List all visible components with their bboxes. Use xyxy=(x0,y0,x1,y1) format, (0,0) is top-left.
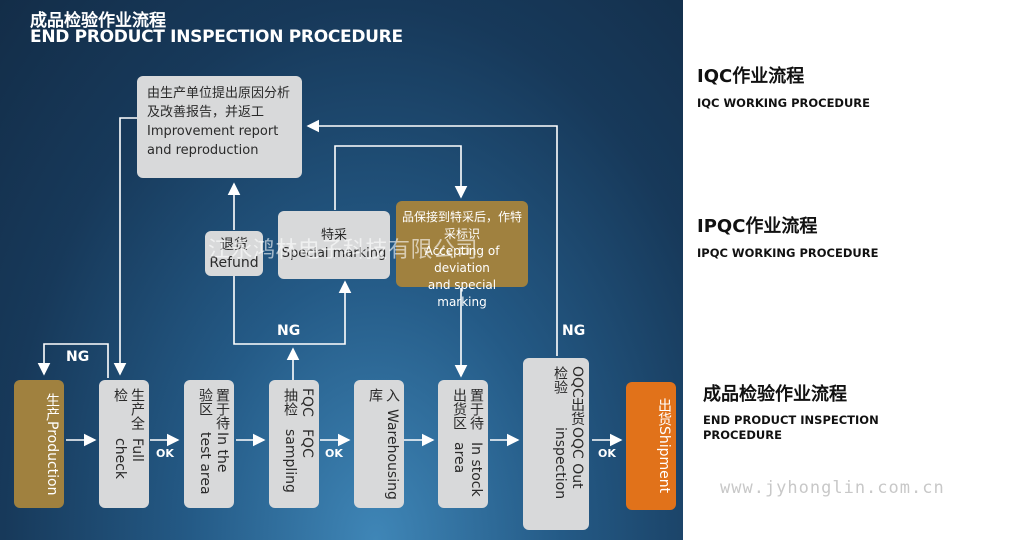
step-fqc-sampling: FQC抽检 FQC sampling xyxy=(269,380,319,508)
refund-en: Refund xyxy=(209,254,259,271)
step-stock-area: 置于待出货区 In stock area xyxy=(438,380,488,508)
sidebar-iqc-subtitle[interactable]: IQC WORKING PROCEDURE xyxy=(697,96,871,110)
step-oqc-inspection: OQC出货检验 OQC Out inspection xyxy=(523,358,589,530)
refund-box: 退货 Refund xyxy=(205,231,263,276)
special-cn: 特采 xyxy=(320,228,347,243)
fqc-cn: FQC抽检 xyxy=(282,388,315,417)
flowchart-diagram: 成品检验作业流程 END PRODUCT INSPECTION PROCEDUR… xyxy=(0,0,683,540)
shipment-cn: 出货 xyxy=(656,398,672,427)
sidebar-ipqc-title[interactable]: IPQC作业流程 xyxy=(697,216,818,237)
oqc-en: OQC Out inspection xyxy=(552,426,585,499)
stock-area-en: In stock area xyxy=(451,441,484,497)
arrow-oqc-ng xyxy=(306,119,558,356)
step-test-area: 置于待验区 In the test area xyxy=(184,380,234,508)
full-check-cn: 生产全检 xyxy=(112,388,145,430)
improvement-cn-line2: 及改善报告，并返工 xyxy=(147,105,265,120)
production-cn: 生产 xyxy=(44,392,60,421)
accepting-en-line2: and special marking xyxy=(427,278,497,309)
step-warehousing: 入库 Warehousing xyxy=(354,380,404,508)
sidebar-ipqc-subtitle[interactable]: IPQC WORKING PROCEDURE xyxy=(697,246,879,260)
improvement-report-box: 由生产单位提出原因分析 及改善报告，并返工 Improvement report… xyxy=(137,76,302,178)
special-marking-box: 特采 Special marking xyxy=(278,211,390,279)
improvement-en-line1: Improvement report xyxy=(147,124,279,139)
warehousing-en: Warehousing xyxy=(384,409,400,500)
arrow-ng-loop xyxy=(37,343,109,378)
arrow-ng-branch xyxy=(233,276,352,345)
production-en: Production xyxy=(44,420,60,496)
diagram-title-cn: 成品检验作业流程 xyxy=(30,11,166,31)
ng-label-oqc: NG xyxy=(562,323,586,339)
sidebar-end-subtitle-line2: PROCEDURE xyxy=(703,428,782,442)
sidebar-end-title[interactable]: 成品检验作业流程 xyxy=(703,384,847,405)
accepting-cn: 品保接到特采后，作特采标识 xyxy=(402,210,523,241)
special-en: Special marking xyxy=(281,246,387,261)
website-url: www.jyhonglin.com.cn xyxy=(720,478,945,498)
sidebar-iqc-title[interactable]: IQC作业流程 xyxy=(697,66,805,87)
shipment-en: Shipment xyxy=(656,426,672,494)
full-check-en: Full check xyxy=(112,438,145,480)
sidebar-end-subtitle[interactable]: END PRODUCT INSPECTION PROCEDURE xyxy=(703,413,879,443)
company-watermark: 江永鸿林电子科技有限公司 xyxy=(208,238,479,263)
sidebar-end-subtitle-line1: END PRODUCT INSPECTION xyxy=(703,413,879,427)
ok-label-fullcheck: OK xyxy=(156,447,174,460)
stock-area-cn: 置于待出货区 xyxy=(451,388,484,430)
test-area-en: In the test area xyxy=(197,432,230,495)
ng-label-production: NG xyxy=(66,349,90,365)
ng-label-fqc: NG xyxy=(277,323,301,339)
test-area-cn: 置于待验区 xyxy=(197,388,230,430)
flow-arrows xyxy=(37,117,623,447)
ok-label-fqc: OK xyxy=(325,447,343,460)
step-production: 生产 Production xyxy=(14,380,64,508)
diagram-title-en: END PRODUCT INSPECTION PROCEDURE xyxy=(30,27,403,47)
fqc-en: FQC sampling xyxy=(282,429,315,494)
oqc-cn: OQC出货检验 xyxy=(552,366,585,426)
arrow-special-accepting xyxy=(334,145,468,210)
accepting-en-line1: Accepting of deviation xyxy=(424,244,500,275)
arrow-improvement-fullcheck xyxy=(113,117,137,376)
ok-label-oqc: OK xyxy=(598,447,616,460)
step-full-check: 生产全检 Full check xyxy=(99,380,149,508)
step-shipment: 出货 Shipment xyxy=(626,382,676,510)
refund-cn: 退货 xyxy=(220,236,248,253)
improvement-en-line2: and reproduction xyxy=(147,143,259,158)
warehousing-cn: 入库 xyxy=(367,388,400,402)
improvement-cn-line1: 由生产单位提出原因分析 xyxy=(147,86,291,101)
accepting-deviation-box: 品保接到特采后，作特采标识 Accepting of deviation and… xyxy=(396,201,528,309)
